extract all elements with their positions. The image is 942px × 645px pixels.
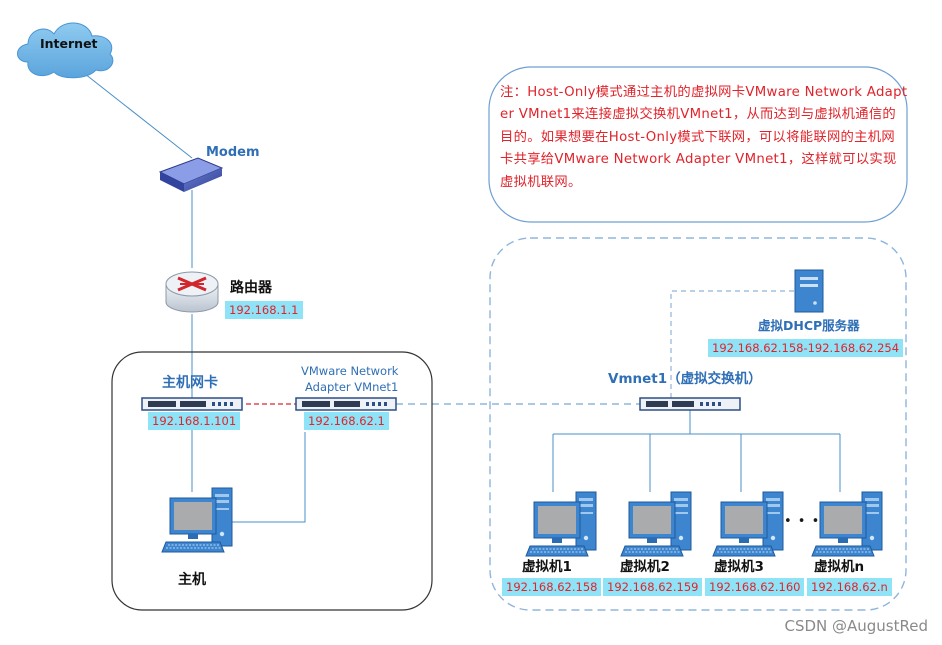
internet-cloud-icon (17, 22, 114, 79)
vm2-pc-icon (620, 491, 692, 557)
vmnet1-adapter-label-line1: VMware Network (301, 364, 399, 378)
vm2-ip-badge: 192.168.62.159 (603, 578, 703, 596)
router-label: 路由器 (230, 280, 272, 296)
watermark: CSDN @AugustRed (784, 617, 928, 635)
vm1-pc-icon (525, 491, 597, 557)
host-nic-icon (141, 397, 243, 411)
virtual-switch-icon (639, 397, 741, 411)
note-box (488, 66, 908, 223)
dhcp-server-icon (794, 269, 824, 313)
modem-label: Modem (206, 145, 260, 160)
dhcp-server-label: 虚拟DHCP服务器 (758, 318, 860, 333)
vm2-label: 虚拟机2 (620, 559, 670, 575)
vm1-ip-badge: 192.168.62.158 (502, 578, 602, 596)
vmn-label: 虚拟机n (814, 559, 865, 575)
internet-modem-link (79, 69, 193, 159)
host-nic-ip-badge: 192.168.1.101 (148, 412, 241, 430)
vm3-ip-badge: 192.168.62.160 (705, 578, 805, 596)
vm1-label: 虚拟机1 (522, 559, 572, 575)
host-only-note: 注：Host-Only模式通过主机的虚拟网卡VMware Network Ada… (500, 85, 908, 190)
router-icon (165, 271, 219, 313)
virtual-switch-label: Vmnet1（虚拟交换机） (608, 371, 762, 387)
host-box (111, 351, 433, 611)
internet-label: Internet (40, 36, 98, 51)
switch-dhcp-link (670, 290, 800, 398)
host-nic-label: 主机网卡 (162, 375, 218, 391)
vmn-pc-icon (811, 491, 883, 557)
vmnet1-adapter-ip-badge: 192.168.62.1 (304, 412, 389, 430)
modem-icon (158, 157, 224, 192)
vmnet1-adapter-icon (295, 397, 397, 411)
pc-vnic-link (232, 432, 306, 523)
host-pc-icon (161, 487, 233, 553)
host-pc-label: 主机 (178, 572, 206, 588)
vm3-label: 虚拟机3 (714, 559, 764, 575)
vmnet1-adapter-label-line2: Adapter VMnet1 (305, 380, 399, 394)
dhcp-range-badge: 192.168.62.158-192.168.62.254 (708, 339, 904, 357)
vm3-pc-icon (712, 491, 784, 557)
more-vms-ellipsis: • • • (784, 514, 821, 529)
router-ip-badge: 192.168.1.1 (225, 301, 303, 319)
vmn-ip-badge: 192.168.62.n (807, 578, 892, 596)
